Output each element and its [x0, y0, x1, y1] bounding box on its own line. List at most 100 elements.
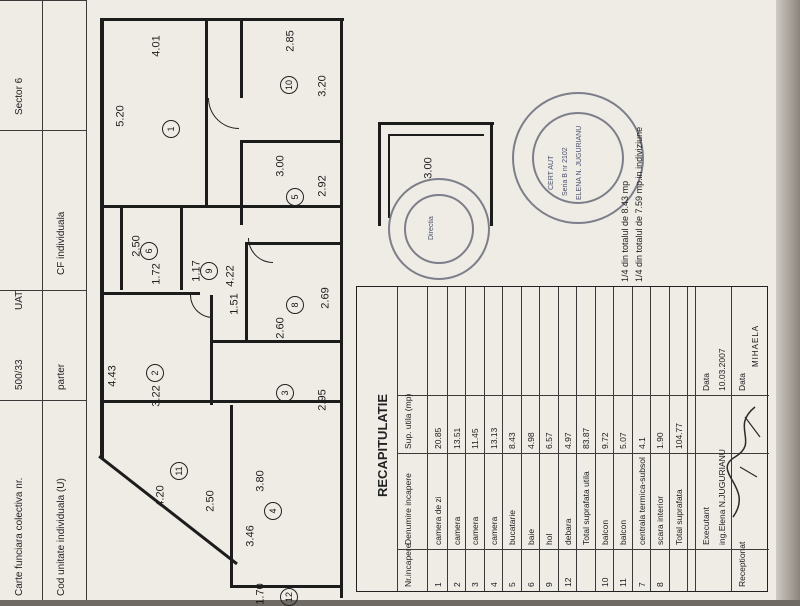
uat-label: UAT	[14, 290, 25, 310]
recap-cell-sup: 13.13	[488, 427, 499, 449]
room-number: 2	[146, 364, 164, 382]
receptionat-label: Receptionat	[737, 541, 747, 587]
round-stamp-left	[388, 178, 490, 280]
floor-plan: 4.01 2.85 5.20 3.20 3.00 2.92 2.50 1.72 …	[90, 10, 350, 606]
round-stamp-right	[512, 92, 644, 224]
room-number: 3	[276, 384, 294, 402]
recap-cell-den: Total suprafata	[673, 489, 684, 545]
row-divider	[539, 287, 540, 591]
dim-label: 4.01	[150, 35, 163, 57]
recap-cell-nr: 4	[488, 582, 499, 587]
col-header-nr: Nr.incapere	[403, 543, 413, 587]
recap-table: RECAPITULATIE Nr.incapere Denumire incap…	[356, 286, 769, 592]
note-1: 1/4 din totalul de 8.43 mp	[620, 180, 630, 282]
recap-cell-nr: 8	[655, 582, 665, 587]
note-2: 1/4 din totalul de 7.59 mp.in indiviziun…	[634, 126, 644, 282]
room-number: 4	[264, 502, 282, 520]
room-number: 10	[280, 76, 298, 94]
dim-label: 3.22	[150, 385, 163, 407]
recap-cell-sup: 20.85	[433, 427, 443, 449]
recap-cell-nr: 10	[599, 577, 610, 587]
header-table: Carte funciara colectiva nr. 500/33 UAT …	[0, 0, 87, 600]
secondary-plan: 3.00	[378, 122, 498, 228]
recap-cell-sup: 11.45	[470, 428, 480, 449]
dim-label: 3.20	[316, 75, 329, 97]
recap-cell-den: camera	[488, 516, 499, 545]
row-divider	[502, 287, 503, 591]
stamp-left-text: Directia	[428, 216, 435, 240]
dim-label: 3.00	[274, 155, 287, 177]
recap-cell-sup: 83.87	[581, 427, 591, 449]
stamp-right-text: Seria B nr 2102	[562, 147, 569, 196]
dim-label: 3.80	[254, 470, 267, 492]
dim-label: 1.70	[254, 583, 267, 605]
recap-cell-nr: 1	[433, 582, 443, 587]
recap-cell-den: balcon	[618, 519, 628, 545]
recap-cell-sup: 4.97	[562, 432, 573, 449]
cod-value: parter	[56, 363, 67, 390]
recap-cell-den: scara interior	[655, 495, 665, 545]
row-divider	[687, 287, 688, 591]
row-divider	[465, 287, 466, 591]
dim-label: 4.20	[154, 485, 167, 507]
room-number: 11	[170, 462, 188, 480]
dim-label: 2.92	[316, 175, 329, 197]
row-divider	[446, 287, 448, 591]
dim-label: 1.72	[150, 263, 163, 285]
recap-cell-nr: 5	[507, 582, 517, 587]
dim-label: 4.43	[106, 365, 119, 387]
recap-cell-den: hol	[544, 533, 554, 545]
recap-cell-sup: 5.07	[618, 432, 628, 449]
recap-cell-sup: 9.72	[599, 432, 610, 449]
recap-cell-den: debara	[562, 518, 573, 545]
room-number: 1	[162, 120, 180, 138]
dim-label: 2.60	[274, 317, 287, 339]
round-stamp-left-inner	[404, 194, 474, 264]
row-divider	[668, 287, 670, 591]
recap-cell-nr: 6	[525, 582, 536, 587]
row-divider	[594, 287, 596, 591]
data-label: Data	[701, 373, 711, 391]
recap-cell-sup: 8.43	[507, 432, 517, 449]
recap-cell-den: Total suprafata utila	[581, 471, 591, 545]
recap-cell-den: bucatarie	[507, 510, 517, 545]
recap-cell-nr: 2	[451, 582, 462, 587]
dim-label: 4.22	[224, 265, 237, 287]
handwritten-signature	[726, 406, 761, 518]
recap-cell-den: camera de zi	[433, 496, 443, 545]
recap-cell-sup: 1.90	[655, 432, 665, 449]
recap-cell-nr: 9	[544, 582, 554, 587]
col-header-den: Denumire incapere	[403, 473, 413, 545]
recap-cell-nr: 12	[562, 577, 573, 587]
recap-cell-sup: 4.1	[636, 437, 647, 449]
carte-value: 500/33	[14, 359, 25, 390]
row-divider	[483, 287, 485, 591]
row-divider	[631, 287, 633, 591]
recap-cell-sup: 13.51	[451, 427, 462, 449]
dim-label: 2.85	[284, 30, 297, 52]
recap-cell-nr: 7	[636, 582, 647, 587]
recap-cell-den: camera	[451, 516, 462, 545]
cf-label: CF individuala	[56, 211, 67, 275]
room-number: 8	[286, 296, 304, 314]
cod-label: Cod unitate individuala (U)	[56, 478, 67, 596]
room-number: 9	[200, 262, 218, 280]
executant-label: Executant	[701, 507, 711, 545]
recap-cell-nr: 11	[618, 578, 628, 587]
recap-cell-nr: 3	[470, 582, 480, 587]
recap-cell-den: baie	[525, 528, 536, 545]
dim-label: 2.95	[316, 389, 329, 411]
row-divider	[613, 287, 614, 591]
row-divider	[557, 287, 559, 591]
room-number: 12	[280, 588, 298, 606]
receptionat-data: Data	[737, 373, 747, 391]
recap-cell-den: camera	[470, 516, 480, 545]
row-divider	[650, 287, 651, 591]
col-header-sup: Sup. utila (mp)	[403, 393, 413, 449]
row-divider	[576, 287, 577, 591]
paper-edge	[776, 0, 800, 600]
recap-title: RECAPITULATIE	[375, 393, 390, 497]
round-stamp-right-inner	[532, 112, 624, 204]
dim-label: 3.46	[244, 525, 257, 547]
